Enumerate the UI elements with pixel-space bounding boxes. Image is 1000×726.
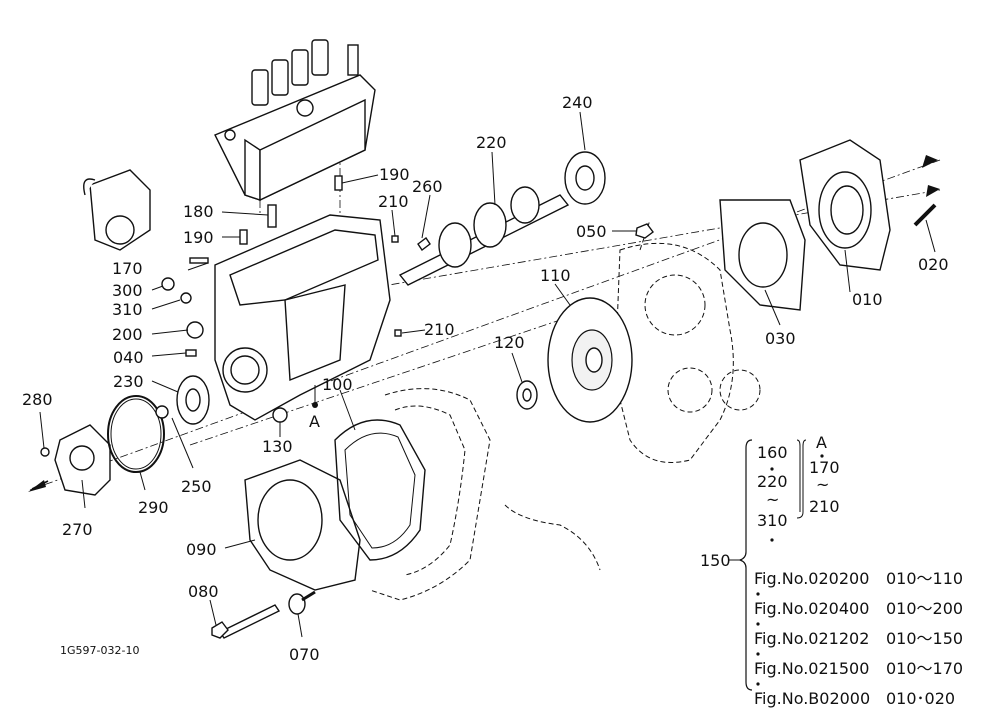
range-right-tilde: ~	[816, 475, 829, 494]
gasket-030	[719, 199, 806, 311]
callout-240: 240	[562, 93, 593, 112]
engine-block-outline	[369, 219, 761, 601]
ref-fig-2: Fig.No.020400	[754, 599, 869, 618]
callout-labels: 010 020 030 040 050 070 080 090 100 110 …	[22, 93, 949, 664]
callout-040: 040	[113, 348, 144, 367]
ref-fig-1: Fig.No.020200	[754, 569, 869, 588]
range-left-tilde: ~	[766, 490, 779, 509]
plate-270	[54, 424, 111, 496]
bearing-240	[564, 151, 606, 205]
callout-030: 030	[765, 329, 796, 348]
ref-dot-2	[756, 622, 760, 626]
range-right-dot	[820, 454, 824, 458]
callout-210-a: 210	[378, 192, 409, 211]
callout-170: 170	[112, 259, 143, 278]
callout-110: 110	[540, 266, 571, 285]
callout-100: 100	[322, 375, 353, 394]
callout-280: 280	[22, 390, 53, 409]
range-left-bottom: 310	[757, 511, 788, 530]
range-left-middle: 220	[757, 472, 788, 491]
callout-190-b: 190	[379, 165, 410, 184]
bearing-230	[176, 375, 210, 425]
point-a-marker	[312, 402, 318, 408]
callout-290: 290	[138, 498, 169, 517]
ref-dot-3	[756, 652, 760, 656]
bolt-070	[288, 590, 316, 615]
callout-230: 230	[113, 372, 144, 391]
bolt-080	[211, 604, 281, 639]
callout-250: 250	[181, 477, 212, 496]
callout-260: 260	[412, 177, 443, 196]
drawing-code: 1G597-032-10	[60, 644, 139, 657]
callout-310: 310	[112, 300, 143, 319]
feed-pump	[83, 169, 151, 251]
callout-120: 120	[494, 333, 525, 352]
callout-190-a: 190	[183, 228, 214, 247]
ref-range-5: 010･020	[886, 689, 955, 708]
range-right-top: A	[816, 433, 827, 452]
ref-fig-5: Fig.No.B02000	[754, 689, 870, 708]
small-fasteners	[40, 175, 431, 457]
gasket-100	[334, 419, 426, 561]
gear-cover-090	[244, 459, 361, 591]
leader-lines	[39, 111, 936, 638]
callout-070: 070	[289, 645, 320, 664]
callout-300: 300	[112, 281, 143, 300]
callout-180: 180	[183, 202, 214, 221]
ref-fig-4: Fig.No.021500	[754, 659, 869, 678]
bolt-050	[635, 223, 654, 239]
group-number: 150	[700, 551, 731, 570]
direction-arrows	[28, 155, 940, 492]
camshaft	[398, 186, 570, 286]
range-left-top: 160	[757, 443, 788, 462]
callout-050: 050	[576, 222, 607, 241]
ref-range-1: 010～110	[886, 569, 963, 588]
ref-range-2: 010～200	[886, 599, 963, 618]
point-a-label: A	[309, 412, 320, 431]
reference-legend: 150 160 220 ~ 310 A 170 ~ 210 Fig.No.020…	[700, 433, 963, 708]
callout-220: 220	[476, 133, 507, 152]
ref-range-3: 010～150	[886, 629, 963, 648]
ref-dot-1	[756, 592, 760, 596]
callout-200: 200	[112, 325, 143, 344]
callout-210-b: 210	[424, 320, 455, 339]
pump-housing	[214, 214, 391, 421]
range-right-bottom: 210	[809, 497, 840, 516]
o-ring-290	[107, 395, 165, 473]
callout-270: 270	[62, 520, 93, 539]
range-left-dot-1	[770, 467, 774, 471]
callout-020: 020	[918, 255, 949, 274]
cover-010	[799, 139, 891, 271]
callout-010: 010	[852, 290, 883, 309]
callout-080: 080	[188, 582, 219, 601]
ref-dot-4	[756, 682, 760, 686]
callout-090: 090	[186, 540, 217, 559]
range-right-middle: 170	[809, 458, 840, 477]
ref-range-4: 010～170	[886, 659, 963, 678]
gear-110	[547, 297, 633, 423]
callout-130: 130	[262, 437, 293, 456]
stud-020	[913, 203, 937, 227]
nut-120	[516, 380, 538, 410]
ref-fig-3: Fig.No.021202	[754, 629, 869, 648]
injection-pump	[214, 39, 376, 202]
range-left-dot-2	[770, 538, 774, 542]
